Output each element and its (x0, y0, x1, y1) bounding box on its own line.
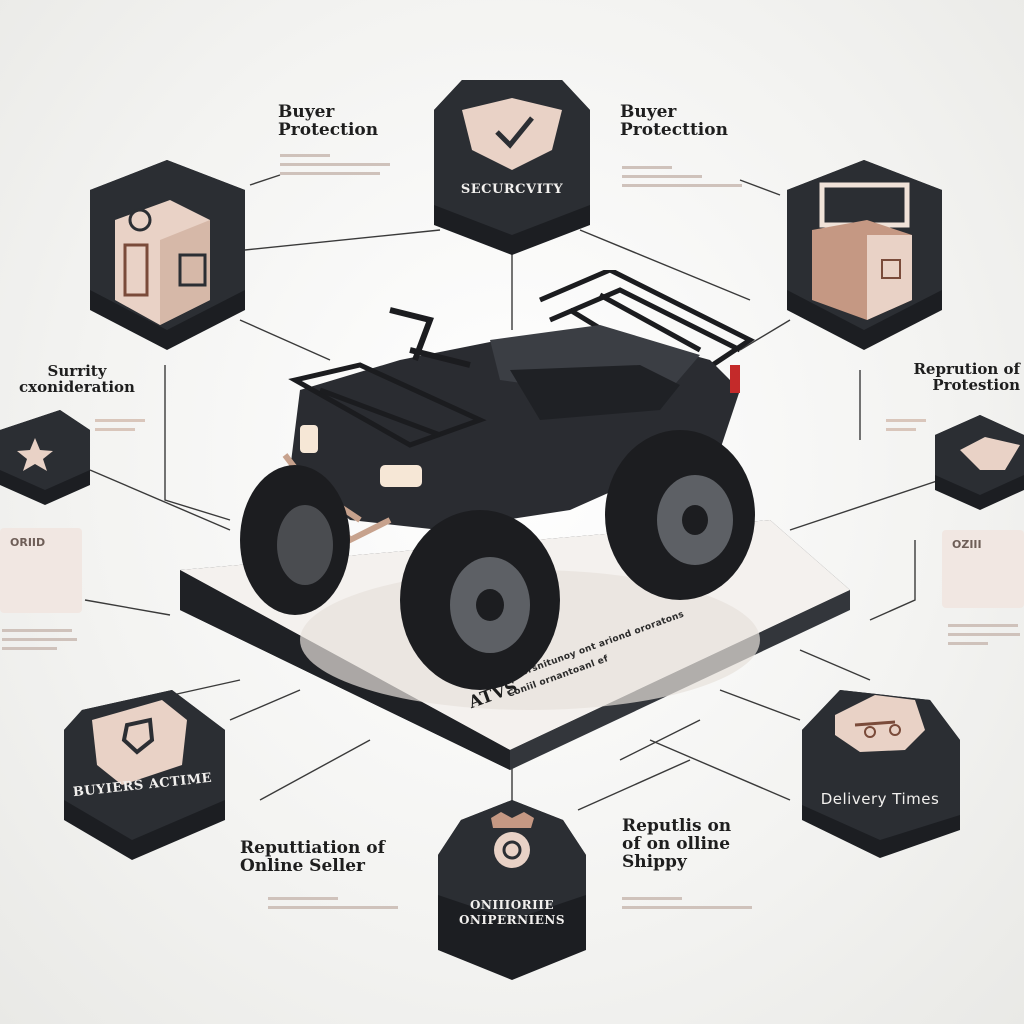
label-bottom-right: Reputlis on of on olline Shippy (622, 816, 732, 872)
label-mid-right-line1: Reprution of (913, 360, 1020, 378)
label-mid-left: Surrity cxonideration (2, 362, 152, 396)
hex-block-mid-right (935, 415, 1024, 510)
label-mid-right-detail (886, 415, 946, 437)
label-bottom-right-detail (622, 893, 762, 915)
open-box-icon (812, 182, 912, 320)
rear-wheel (605, 430, 755, 600)
hex-label-security: SECURCVITY (460, 182, 564, 197)
info-card-left: ORIID (0, 528, 82, 613)
label-top-right-detail (622, 162, 752, 193)
info-card-right-title: OZIII (952, 538, 982, 551)
label-mid-right-line2: Protestion (932, 375, 1020, 394)
hex-block-top-right (787, 160, 942, 350)
badge-icon (491, 812, 534, 868)
label-bottom-left-detail (268, 893, 408, 915)
label-bottom-left-line1: Reputtiation of (240, 838, 385, 858)
label-top-left: Buyer Protection (278, 102, 379, 140)
star-icon (17, 438, 53, 471)
shield-check-icon (462, 98, 562, 170)
atv-illustration (240, 270, 755, 690)
info-card-left-title: ORIID (10, 536, 46, 549)
label-top-right: Buyer Protecttion (620, 102, 728, 140)
label-bottom-left: Reputtiation of Online Seller (240, 838, 385, 876)
label-top-left-detail (280, 150, 400, 181)
card-right-detail (948, 620, 1024, 651)
handshake-icon (960, 437, 1020, 470)
label-top-left-line1: Buyer (278, 102, 335, 122)
hex-block-top-center (434, 80, 590, 255)
money-box-icon (115, 200, 210, 325)
hex-block-bottom-right (802, 690, 960, 858)
hex-block-bottom-left (64, 690, 225, 860)
label-bottom-left-line2: Online Seller (240, 855, 365, 876)
label-mid-left-line1: Surrity (47, 362, 107, 380)
card-left-detail (2, 625, 82, 656)
shield-icon (92, 700, 187, 785)
label-bottom-right-line1: Reputlis on (622, 816, 732, 836)
label-bottom-right-line3: Shippy (622, 851, 687, 872)
hex-label-online-2: ONIPERNIENS (458, 913, 566, 927)
label-mid-left-line2: cxonideration (19, 377, 135, 396)
hex-label-delivery: Delivery Times (820, 790, 940, 808)
label-bottom-right-line2: of on olline (622, 833, 731, 854)
hex-label-online-1: ONIIIORIIE (469, 898, 555, 912)
label-top-right-line2: Protecttion (620, 119, 728, 140)
front-left-wheel (240, 465, 350, 615)
front-right-wheel (400, 510, 560, 690)
hex-block-mid-left (0, 410, 90, 505)
hex-block-top-left (90, 160, 245, 350)
label-mid-right: Reprution of Protestion (885, 360, 1020, 394)
label-top-right-line1: Buyer (620, 102, 677, 122)
delivery-badge-icon (835, 695, 925, 752)
label-mid-left-detail (95, 415, 155, 437)
label-top-left-line2: Protection (278, 119, 379, 140)
hex-block-bottom-center (438, 800, 586, 980)
info-card-right: OZIII (942, 530, 1024, 608)
